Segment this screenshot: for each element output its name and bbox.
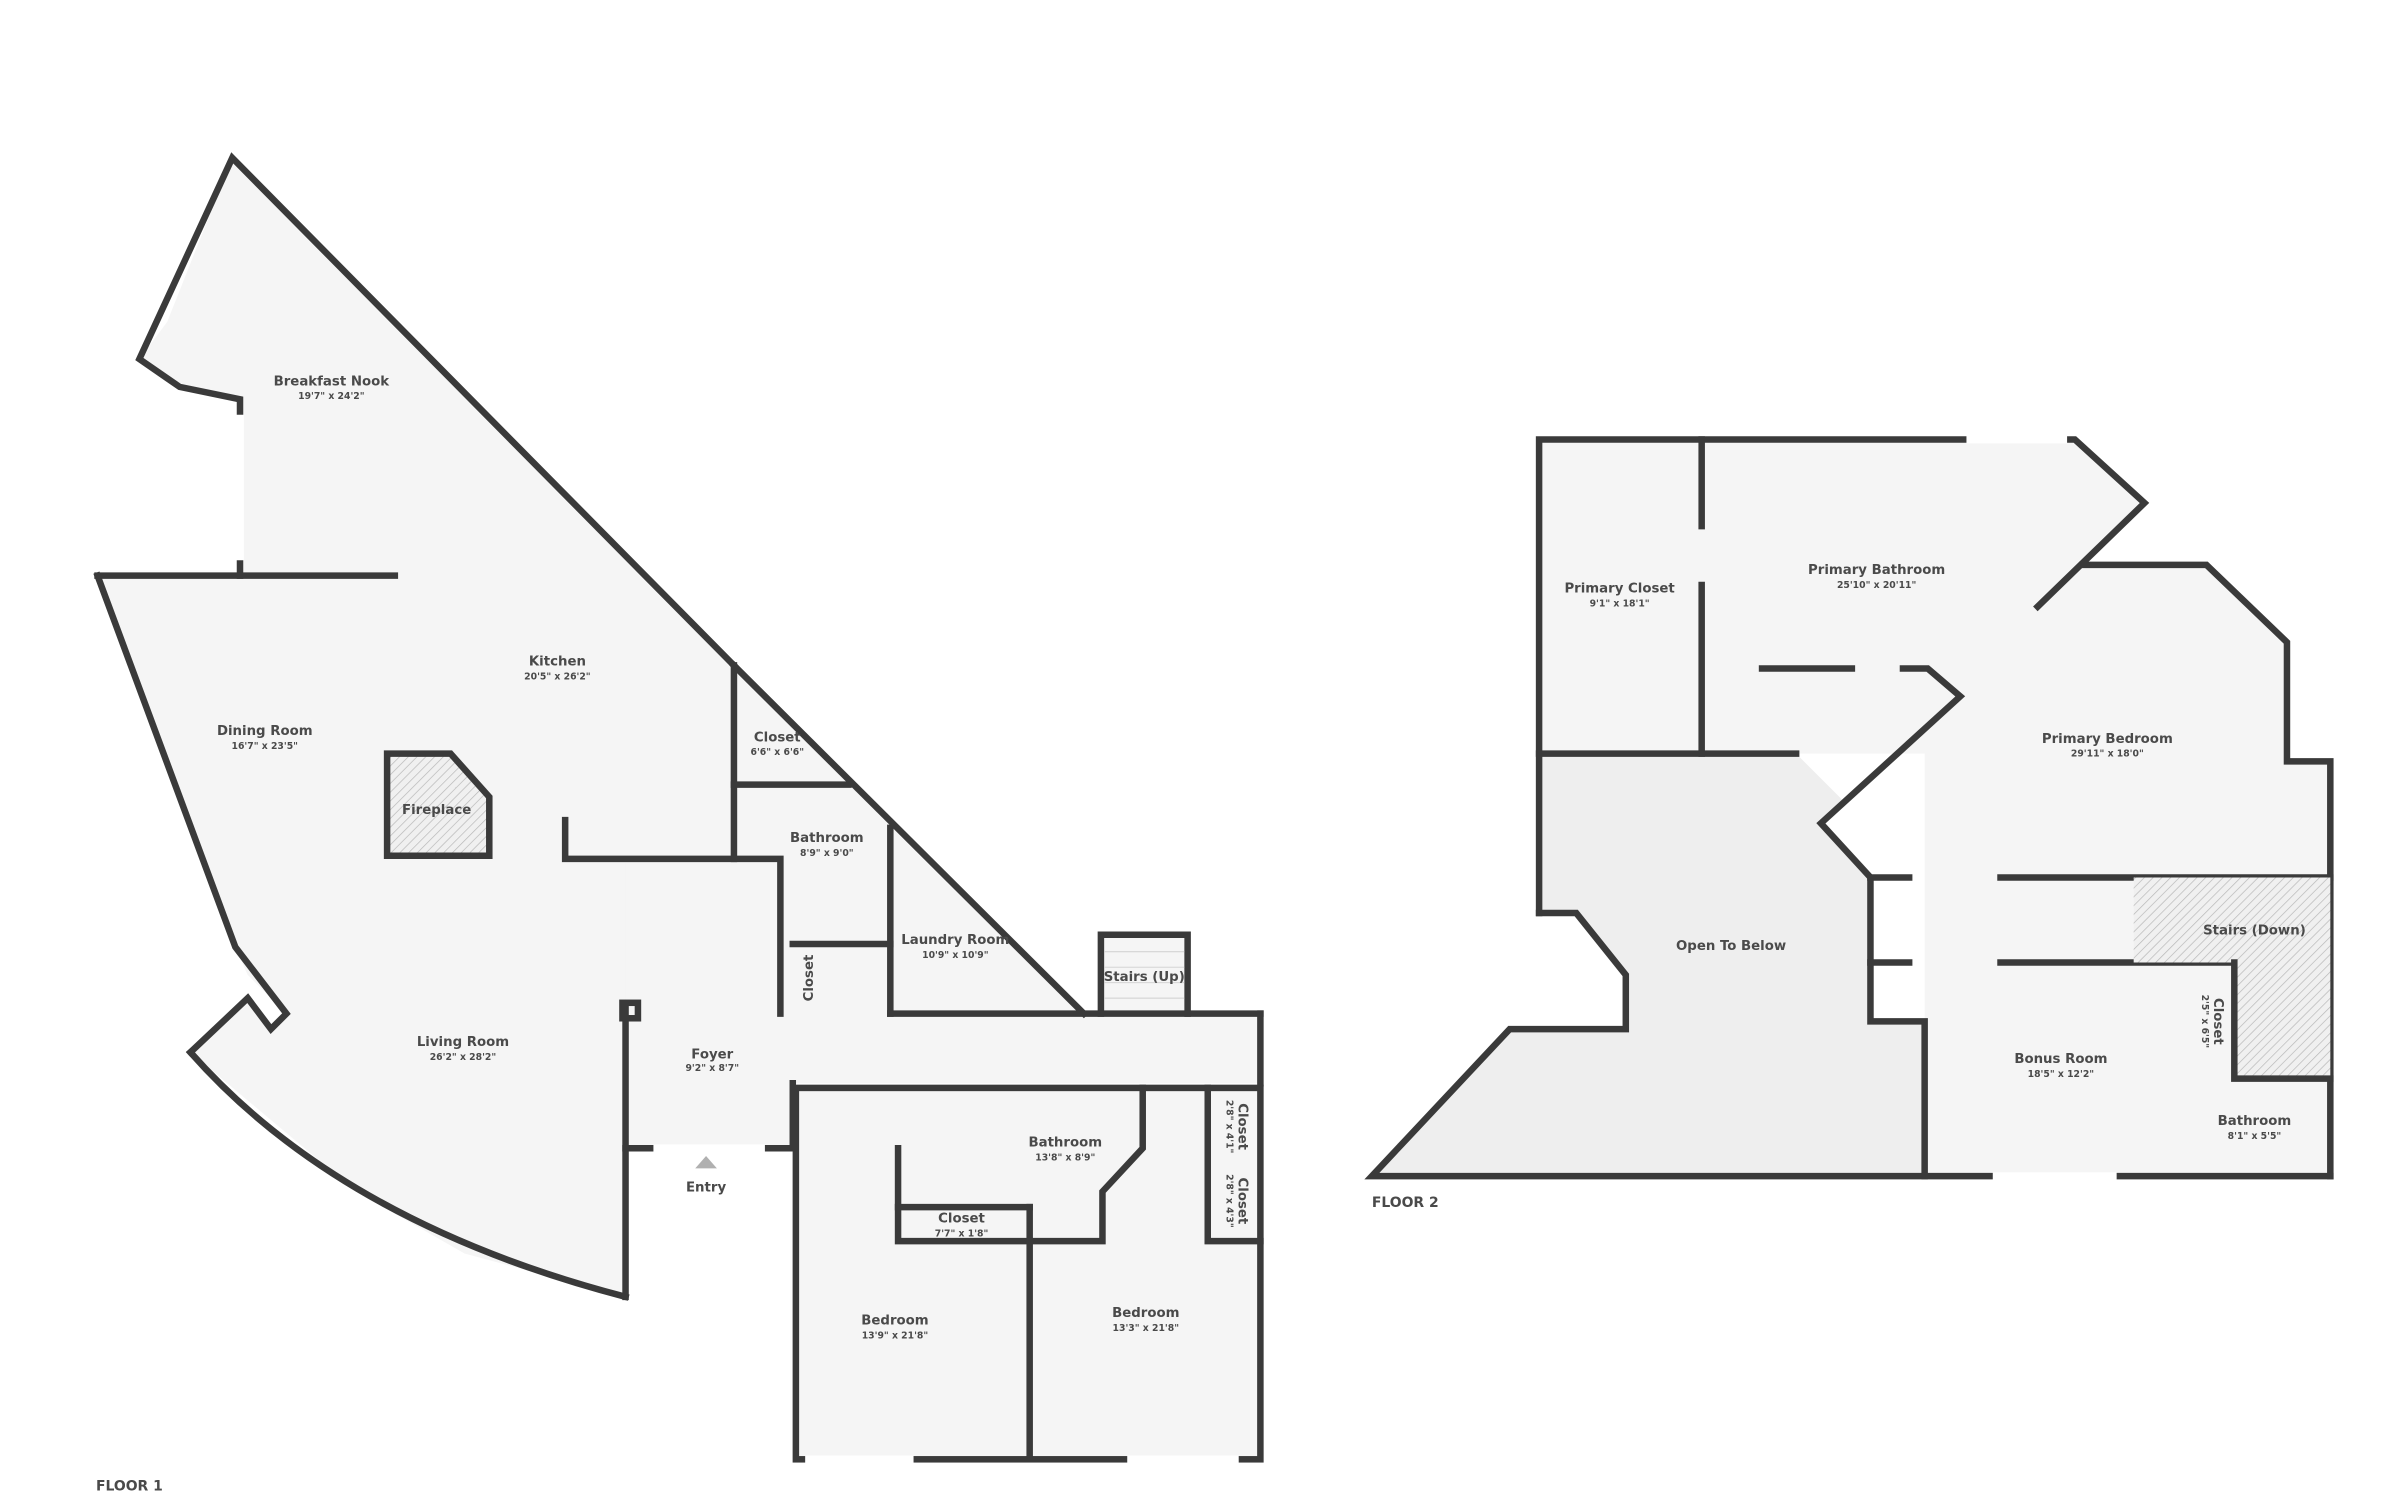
room-label: Closet bbox=[754, 730, 801, 745]
fireplace-outline bbox=[383, 750, 493, 860]
wall-bath-door bbox=[1816, 665, 1966, 1180]
room-dims: 9'1" x 18'1" bbox=[1590, 599, 1650, 610]
room-dims: 8'1" x 5'5" bbox=[2228, 1131, 2282, 1142]
stairs-up-treads bbox=[1104, 951, 1185, 999]
room-dims: 7'7" x 1'8" bbox=[935, 1228, 989, 1239]
entry-label: Entry bbox=[686, 1181, 726, 1196]
room-label: Foyer bbox=[691, 1048, 733, 1063]
room-label: Closet bbox=[802, 954, 817, 1001]
room-label: Laundry Room bbox=[901, 933, 1009, 948]
room-dims: 8'9" x 9'0" bbox=[800, 848, 854, 859]
room-dims: 29'11" x 18'0" bbox=[2071, 749, 2144, 760]
floor-1: Breakfast Nook 19'7" x 24'2" Kitchen 20'… bbox=[93, 152, 1264, 1494]
room-dims: 25'10" x 20'11" bbox=[1837, 580, 1916, 591]
wall-primary-bedroom-outer bbox=[2079, 561, 2334, 1180]
room-dims: 2'8" x 4'1" bbox=[1223, 1100, 1234, 1154]
entry-arrow-icon bbox=[695, 1155, 717, 1169]
room-label: Primary Bathroom bbox=[1808, 563, 1945, 578]
room-dims: 18'5" x 12'2" bbox=[2028, 1069, 2094, 1080]
room-label: Bedroom bbox=[1112, 1306, 1179, 1321]
floor-2: Primary Closet 9'1" x 18'1" Primary Bath… bbox=[1364, 435, 2334, 1211]
wall-open-below bbox=[1364, 909, 2334, 1180]
room-label: Fireplace bbox=[402, 803, 471, 818]
wall-bath-b bbox=[894, 1084, 1146, 1245]
room-label: Bathroom bbox=[1028, 1136, 1102, 1151]
wall-floor2-outer-north bbox=[1535, 436, 2150, 917]
wall-dining-west bbox=[93, 571, 291, 1057]
room-label: Closet bbox=[938, 1212, 985, 1227]
room-label: Primary Bedroom bbox=[2042, 732, 2173, 747]
stairs-down-hatch bbox=[2133, 877, 2331, 1079]
wall-stairs-closet bbox=[2231, 959, 2334, 1082]
room-dims: 13'8" x 8'9" bbox=[1035, 1153, 1095, 1164]
room-label: Bathroom bbox=[2218, 1114, 2292, 1129]
floor-1-fill-core bbox=[565, 665, 1084, 1149]
wall-closets-de bbox=[1204, 1084, 1264, 1245]
wall-kitchen-island bbox=[561, 816, 784, 1017]
room-dims: 10'9" x 10'9" bbox=[922, 950, 988, 961]
room-label: Closet bbox=[2210, 998, 2225, 1045]
room-label: Breakfast Nook bbox=[274, 374, 391, 389]
wall-living-curve bbox=[185, 1047, 630, 1301]
room-dims: 16'7" x 23'5" bbox=[232, 741, 298, 752]
open-to-below-fill bbox=[1371, 753, 1925, 1177]
room-label: Dining Room bbox=[217, 724, 313, 739]
room-label: Closet bbox=[1235, 1103, 1250, 1150]
room-dims: 19'7" x 24'2" bbox=[298, 391, 364, 402]
room-dims: 20'5" x 26'2" bbox=[524, 671, 590, 682]
floor-2-fill bbox=[1539, 439, 2331, 1177]
room-dims: 13'3" x 21'8" bbox=[1113, 1323, 1179, 1334]
fireplace-hatch bbox=[387, 753, 490, 856]
wall-stairs-up bbox=[1097, 931, 1191, 1017]
room-dims: 6'6" x 6'6" bbox=[751, 747, 805, 758]
room-label: Primary Closet bbox=[1564, 582, 1675, 597]
room-dims: 2'5" x 6'5" bbox=[2199, 995, 2210, 1049]
room-dims: 26'2" x 28'2" bbox=[430, 1052, 496, 1063]
room-label: Stairs (Up) bbox=[1104, 970, 1185, 985]
floor-1-fill-foyer bbox=[625, 1013, 1261, 1149]
room-label: Living Room bbox=[417, 1035, 509, 1050]
room-dims: 2'8" x 4'3" bbox=[1223, 1174, 1234, 1228]
room-dims: 13'9" x 21'8" bbox=[862, 1331, 928, 1342]
room-label: Kitchen bbox=[529, 654, 586, 669]
column bbox=[619, 999, 642, 1022]
room-label: Bonus Room bbox=[2014, 1052, 2107, 1067]
room-label: Stairs (Down) bbox=[2203, 924, 2306, 939]
wall-kitchen-diagonal bbox=[729, 660, 1089, 1019]
floor-2-label: FLOOR 2 bbox=[1372, 1195, 1439, 1211]
floor-1-label: FLOOR 1 bbox=[96, 1478, 163, 1494]
room-label: Bedroom bbox=[861, 1314, 928, 1329]
room-dims: 9'2" x 8'7" bbox=[685, 1063, 739, 1074]
room-label: Bathroom bbox=[790, 831, 864, 846]
room-label: Open To Below bbox=[1676, 939, 1786, 954]
room-label: Closet bbox=[1235, 1178, 1250, 1225]
